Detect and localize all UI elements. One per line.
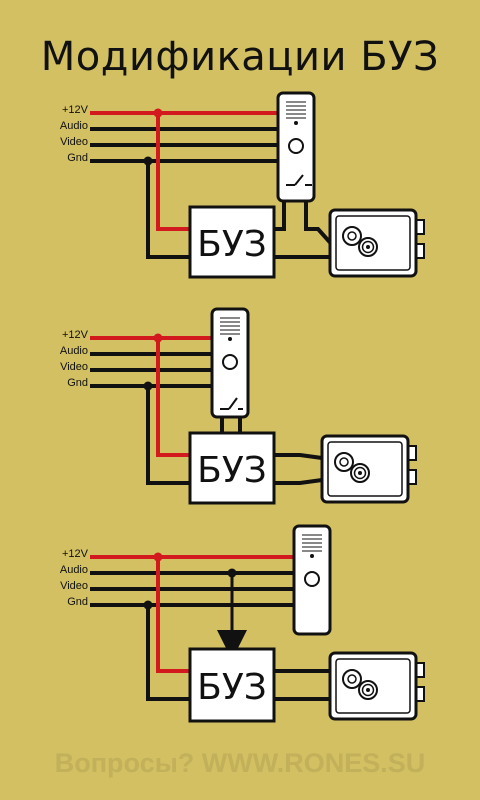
- power-drop-to-block: [156, 557, 190, 673]
- relay-switch-icon: [286, 174, 312, 186]
- wire-label-audio: Audio: [60, 345, 88, 357]
- wire-label-gnd: Gnd: [67, 596, 88, 608]
- diagram-1: +12V Audio Video Gnd БУЗ: [60, 91, 426, 279]
- buz-block-label: БУЗ: [197, 450, 267, 491]
- lock-wire: [304, 184, 337, 250]
- gnd-junction: [143, 600, 153, 610]
- call-panel: [292, 524, 332, 636]
- wire-label-video: Video: [60, 361, 88, 373]
- wire-label-audio: Audio: [60, 120, 88, 132]
- buz-block-label: БУЗ: [197, 224, 267, 265]
- buz-block: [188, 431, 276, 505]
- wire-label-video: Video: [60, 580, 88, 592]
- power-junction: [153, 333, 163, 343]
- wire-label-12v: +12V: [62, 104, 89, 116]
- gnd-drop-to-block: [146, 386, 190, 485]
- wire-label-video: Video: [60, 136, 88, 148]
- gnd-junction: [143, 156, 153, 166]
- wire-label-12v: +12V: [62, 548, 89, 560]
- power-drop-to-block: [156, 113, 190, 231]
- diagram-2: +12V Audio Video Gnd БУЗ: [60, 307, 418, 505]
- audio-junction: [227, 568, 237, 578]
- wire-label-gnd: Gnd: [67, 377, 88, 389]
- diagram-3: +12V Audio Video Gnd БУЗ: [60, 524, 426, 723]
- power-drop-to-block: [156, 338, 190, 457]
- wire-label-gnd: Gnd: [67, 152, 88, 164]
- power-junction: [153, 108, 163, 118]
- gnd-junction: [143, 381, 153, 391]
- wire-label-12v: +12V: [62, 329, 89, 341]
- power-junction: [153, 552, 163, 562]
- wire-label-audio: Audio: [60, 564, 88, 576]
- buz-block: [188, 647, 276, 723]
- camera: [328, 208, 426, 278]
- call-panel: [210, 307, 250, 419]
- page-title: Модификации БУЗ: [40, 34, 440, 80]
- switch-icon: [220, 397, 243, 410]
- camera-wire-top: [274, 453, 323, 460]
- camera: [320, 434, 418, 504]
- buz-block: [188, 205, 276, 279]
- gnd-drop-to-block: [146, 161, 190, 259]
- gnd-drop-to-block: [146, 605, 190, 701]
- camera-wire-bottom: [274, 478, 323, 485]
- footer-contact: Вопросы? WWW.RONES.SU: [54, 748, 426, 778]
- buz-block-label: БУЗ: [197, 667, 267, 708]
- camera: [328, 651, 426, 721]
